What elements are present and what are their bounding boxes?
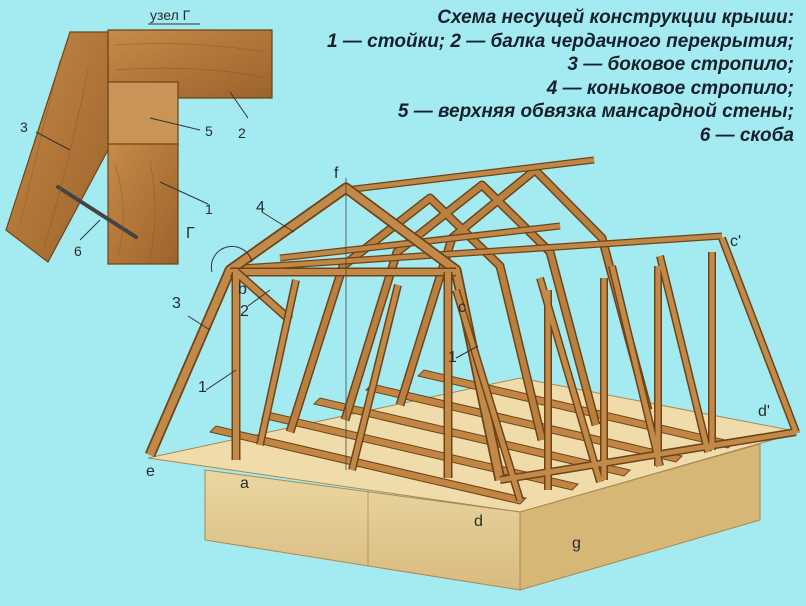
label-g-node: Г bbox=[186, 225, 195, 242]
label-d-prime: d' bbox=[758, 403, 770, 420]
base-right bbox=[519, 443, 761, 591]
label-c: c bbox=[458, 299, 466, 316]
label-2: 2 bbox=[240, 303, 249, 320]
label-g: g bbox=[572, 535, 581, 552]
label-3: 3 bbox=[172, 295, 181, 312]
detail-node: узел Г 3 2 5 1 6 bbox=[5, 7, 273, 265]
caption-line-2: 3 — боковое стропило; bbox=[567, 54, 794, 75]
roof-frame: f 4 Г b 2 3 1 c 1 c' d' e a d g bbox=[144, 156, 801, 591]
detail-label-post: 1 bbox=[205, 201, 213, 217]
detail-label-bracket: 6 bbox=[74, 243, 82, 259]
detail-post bbox=[107, 143, 179, 265]
label-b: b bbox=[238, 281, 247, 298]
label-d: d bbox=[474, 513, 483, 530]
detail-label-beam: 2 bbox=[238, 125, 246, 141]
detail-rafter bbox=[5, 31, 109, 263]
caption-line-1: 1 — стойки; 2 — балка чердачного перекры… bbox=[327, 30, 794, 52]
label-f: f bbox=[334, 165, 339, 182]
detail-label-plate: 5 bbox=[205, 123, 213, 139]
label-4: 4 bbox=[256, 199, 265, 216]
detail-plate bbox=[107, 81, 179, 147]
caption-line-4: 5 — верхняя обвязка мансардной стены; bbox=[397, 101, 794, 122]
label-a: a bbox=[240, 475, 249, 492]
label-e: e bbox=[146, 463, 155, 480]
detail-label-rafter: 3 bbox=[20, 119, 28, 135]
label-c-prime: c' bbox=[730, 233, 741, 250]
label-1-mid: 1 bbox=[448, 349, 457, 366]
diagram-caption: Схема несущей конструкции крыши: 1 — сто… bbox=[274, 6, 794, 147]
caption-line-3: 4 — коньковое стропило; bbox=[546, 77, 794, 99]
caption-title: Схема несущей конструкции крыши: bbox=[437, 7, 794, 28]
caption-line-5: 6 — скоба bbox=[699, 124, 794, 146]
detail-title: узел Г bbox=[150, 7, 191, 23]
label-1-left: 1 bbox=[198, 379, 207, 396]
